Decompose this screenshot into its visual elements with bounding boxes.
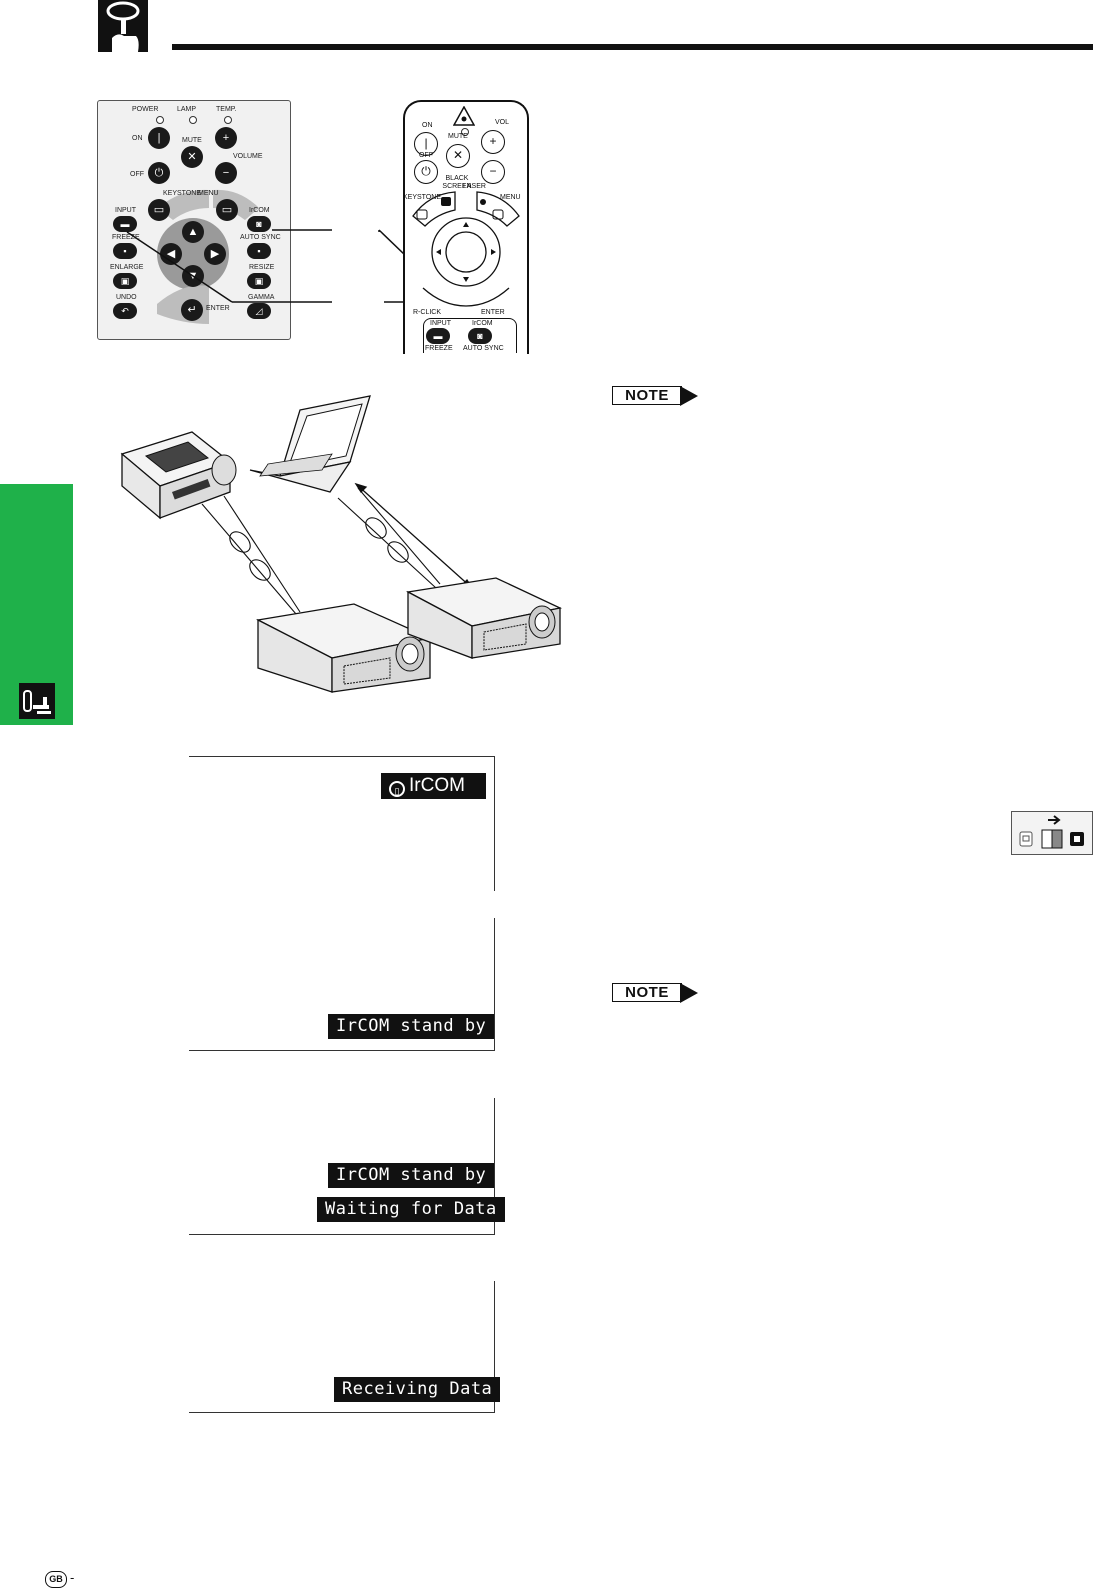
- osd-waiting-label: Waiting for Data: [317, 1197, 505, 1222]
- volume-up-button[interactable]: +: [215, 127, 237, 149]
- input-label: INPUT: [115, 207, 136, 214]
- projector-control-panel: POWER LAMP TEMP. ON | MUTE ✕ + VOLUME OF…: [97, 100, 291, 340]
- remote-freeze-label: FREEZE: [425, 345, 453, 352]
- digital-camera-illustration: [120, 431, 237, 520]
- infrared-beam-left: [201, 495, 301, 615]
- auto-sync-label: AUTO SYNC: [240, 234, 281, 241]
- lamp-indicator-label: LAMP: [177, 106, 197, 113]
- remote-vol-label: VOL: [495, 119, 510, 126]
- keyhole-hand-icon: [98, 0, 148, 52]
- up-arrow-button[interactable]: ▲: [182, 221, 204, 243]
- ircom-osd-badge: ▯IrCOM: [381, 773, 486, 799]
- laptop-illustration: [249, 395, 371, 493]
- enlarge-button[interactable]: ▣: [113, 273, 137, 289]
- infrared-beam-right: [337, 487, 441, 589]
- key-icon: [19, 683, 55, 719]
- resize-label: RESIZE: [249, 264, 275, 271]
- remote-off-button[interactable]: ⏻: [414, 160, 438, 184]
- ircom-label: IrCOM: [249, 207, 270, 214]
- remote-control: ON | MUTE ✕ VOL + OFF ⏻ − BLACK SCREEN L…: [403, 100, 529, 354]
- menu-label: MENU: [198, 190, 219, 197]
- temp-led: [224, 116, 232, 124]
- input-button[interactable]: ▬: [113, 216, 137, 232]
- power-led: [156, 116, 164, 124]
- mute-button[interactable]: ✕: [181, 146, 203, 168]
- remote-enter-label: ENTER: [481, 309, 505, 316]
- osd-screen-standby: [189, 918, 495, 1051]
- enlarge-label: ENLARGE: [110, 264, 144, 271]
- remote-keystone-label: KEYSTONE: [403, 194, 441, 201]
- remote-r-click-label: R-CLICK: [413, 309, 442, 316]
- enter-button[interactable]: ↵: [181, 299, 203, 321]
- right-arrow-button[interactable]: ▶: [204, 243, 226, 265]
- osd-screen-ircom: [189, 756, 495, 891]
- osd-receiving-label: Receiving Data: [334, 1377, 501, 1402]
- header-rule: [172, 44, 1093, 50]
- volume-down-button[interactable]: −: [215, 162, 237, 184]
- ircom-transfer-illustration: [120, 395, 563, 693]
- keystone-button[interactable]: ▭: [148, 199, 170, 221]
- mute-label: MUTE: [182, 137, 202, 144]
- remote-vol-down-button[interactable]: −: [481, 160, 505, 184]
- ircom-button[interactable]: ◙: [247, 216, 271, 232]
- projector-left-illustration: [255, 603, 433, 693]
- remote-ircom-label: IrCOM: [472, 320, 493, 327]
- off-button[interactable]: ⏻: [148, 162, 170, 184]
- volume-label: VOLUME: [233, 153, 263, 160]
- remote-laser-label: LASER: [463, 183, 486, 190]
- osd-standby-label: IrCOM stand by: [328, 1014, 495, 1039]
- undo-button[interactable]: ↶: [113, 303, 137, 319]
- gamma-label: GAMMA: [248, 294, 275, 301]
- temp-indicator-label: TEMP.: [216, 106, 237, 113]
- on-button[interactable]: |: [148, 127, 170, 149]
- region-badge: GB: [45, 1571, 67, 1588]
- note-arrow-icon: [680, 386, 698, 406]
- projector-right-illustration: [405, 577, 563, 659]
- osd-screen-receiving: [189, 1281, 495, 1413]
- remote-off-label: OFF: [419, 152, 433, 159]
- resize-button[interactable]: ▣: [247, 273, 271, 289]
- keystone-label: KEYSTONE: [163, 190, 201, 197]
- remote-on-button[interactable]: |: [414, 132, 438, 156]
- menu-button[interactable]: ▭: [216, 199, 238, 221]
- ircom-badge-text: IrCOM: [409, 775, 465, 796]
- remote-vol-up-button[interactable]: +: [481, 130, 505, 154]
- callout-lines: [126, 229, 488, 335]
- freeze-button[interactable]: ▪: [113, 243, 137, 259]
- remote-menu-label: MENU: [500, 194, 521, 201]
- remote-input-button[interactable]: ▬: [426, 328, 450, 344]
- remote-on-label: ON: [422, 122, 433, 129]
- ircom-mode-icon-box: [1011, 811, 1093, 855]
- gamma-button[interactable]: ◿: [247, 303, 271, 319]
- osd-standby-label: IrCOM stand by: [328, 1163, 495, 1188]
- off-label: OFF: [130, 171, 144, 178]
- laser-warning-icon: [453, 106, 475, 126]
- remote-mute-button[interactable]: ✕: [446, 144, 470, 168]
- left-arrow-button[interactable]: ◀: [160, 243, 182, 265]
- power-indicator-label: POWER: [132, 106, 159, 113]
- remote-input-label: INPUT: [430, 320, 451, 327]
- ircom-icon: ▯: [389, 781, 405, 797]
- lamp-led: [189, 116, 197, 124]
- remote-bottom-bay: [423, 318, 517, 353]
- on-label: ON: [132, 135, 143, 142]
- remote-ircom-button[interactable]: ◙: [468, 328, 492, 344]
- undo-label: UNDO: [116, 294, 137, 301]
- note-label: NOTE: [612, 386, 682, 405]
- note-label: NOTE: [612, 983, 682, 1002]
- note-arrow-icon: [680, 983, 698, 1003]
- freeze-label: FREEZE: [112, 234, 140, 241]
- remote-led: [461, 128, 469, 136]
- osd-screen-waiting: [189, 1098, 495, 1235]
- remote-nav-area: [412, 191, 520, 307]
- remote-auto-sync-label: AUTO SYNC: [463, 345, 504, 352]
- auto-sync-button[interactable]: ▪: [247, 243, 271, 259]
- remote-black-screen-label: BLACK SCREEN: [442, 175, 472, 190]
- enter-label: ENTER: [206, 305, 230, 312]
- page-number-dash: -: [70, 1570, 75, 1585]
- remote-mute-label: MUTE: [448, 133, 468, 140]
